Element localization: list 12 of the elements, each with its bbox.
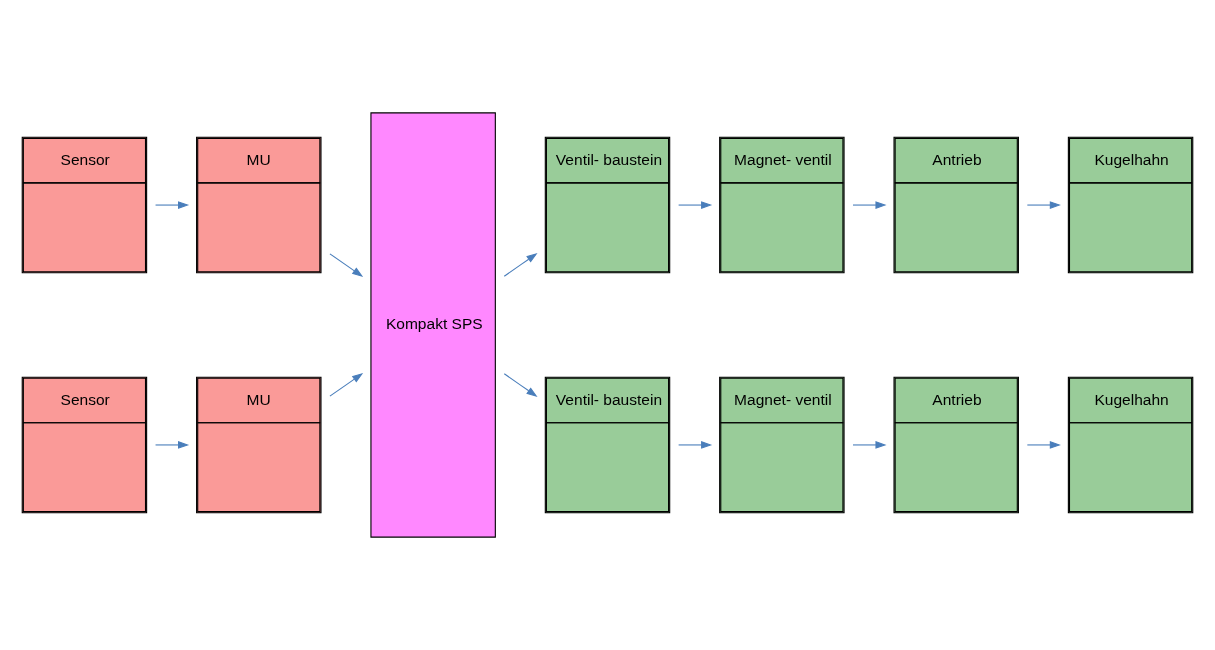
arrow xyxy=(1026,201,1061,209)
arrow xyxy=(329,253,364,278)
arrow xyxy=(155,441,190,449)
arrow xyxy=(329,372,364,397)
arrow xyxy=(678,201,713,209)
arrow xyxy=(852,201,887,209)
arrow xyxy=(678,441,713,449)
arrow xyxy=(503,373,538,397)
arrow xyxy=(1026,441,1061,449)
arrow xyxy=(852,441,887,449)
arrow xyxy=(503,253,538,277)
arrow xyxy=(155,201,190,209)
